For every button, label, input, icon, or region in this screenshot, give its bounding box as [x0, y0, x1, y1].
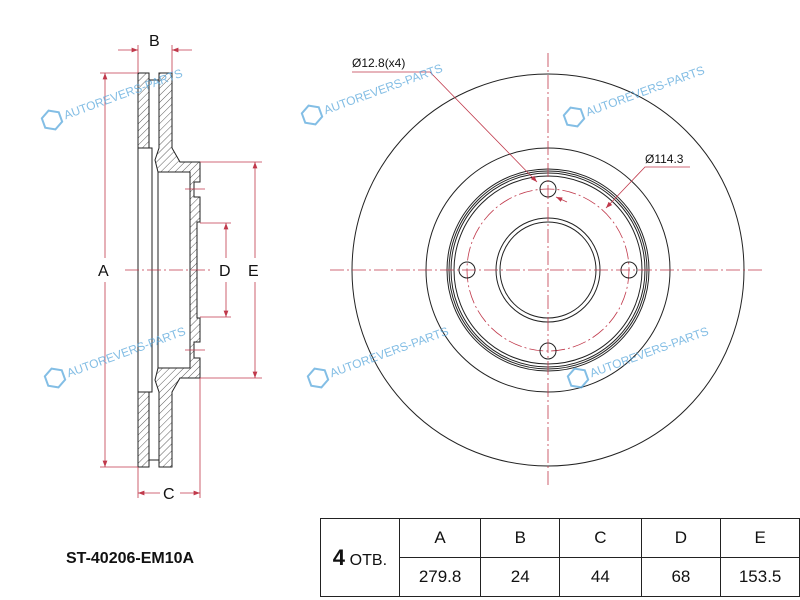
- table-value-row: 279.8 24 44 68 153.5: [321, 557, 800, 597]
- header-d: D: [640, 518, 722, 558]
- front-view: Ø12.8(x4) Ø114.3: [330, 53, 765, 487]
- header-b: B: [480, 518, 561, 558]
- hole-diameter-label: Ø12.8(x4): [352, 56, 405, 70]
- holes-count-cell: 4 ОТВ.: [320, 518, 400, 597]
- watermark: AUTOREVERS-PARTS: [562, 63, 707, 128]
- side-section-view: A B C D E: [98, 33, 262, 503]
- watermark: AUTOREVERS-PARTS: [306, 324, 451, 389]
- dim-d-label: D: [219, 263, 231, 280]
- pcd-leader: [605, 166, 690, 209]
- right-plate-and-hat: [154, 72, 201, 468]
- left-plate-top: [137, 72, 150, 149]
- hole-arrow: [555, 196, 568, 203]
- holes-suffix: ОТВ.: [349, 551, 388, 569]
- watermark-logo-icon: [40, 109, 64, 131]
- watermark-logo-icon: [562, 106, 586, 128]
- watermark-logo-icon: [306, 367, 330, 389]
- pcd-label: Ø114.3: [645, 152, 684, 166]
- dimensions-table: 4 ОТВ. A B C D E 279.8 24 44 68 153.5: [320, 518, 800, 597]
- header-c: C: [559, 518, 642, 558]
- hole-leader: [352, 71, 538, 183]
- table-header-row: 4 ОТВ. A B C D E: [320, 518, 800, 597]
- watermark-logo-icon: [566, 367, 590, 389]
- watermark-text: AUTOREVERS-PARTS: [328, 324, 451, 380]
- dim-b-label: B: [149, 33, 160, 50]
- dim-c-label: C: [163, 486, 175, 503]
- holes-count: 4: [332, 544, 345, 570]
- value-e: 153.5: [720, 557, 800, 597]
- value-d: 68: [640, 557, 722, 597]
- watermark-logo-icon: [300, 104, 324, 126]
- watermark: AUTOREVERS-PARTS: [566, 324, 710, 389]
- dim-a-label: A: [98, 263, 109, 280]
- header-a: A: [398, 518, 482, 558]
- value-b: 24: [480, 557, 561, 597]
- value-c: 44: [559, 557, 642, 597]
- watermark-text: AUTOREVERS-PARTS: [584, 63, 707, 119]
- part-number: ST-40206-EM10A: [66, 550, 195, 567]
- header-e: E: [720, 518, 800, 558]
- dim-e-label: E: [248, 263, 259, 280]
- watermark-logo-icon: [43, 367, 67, 389]
- left-plate-bottom: [137, 391, 150, 468]
- value-a: 279.8: [398, 557, 482, 597]
